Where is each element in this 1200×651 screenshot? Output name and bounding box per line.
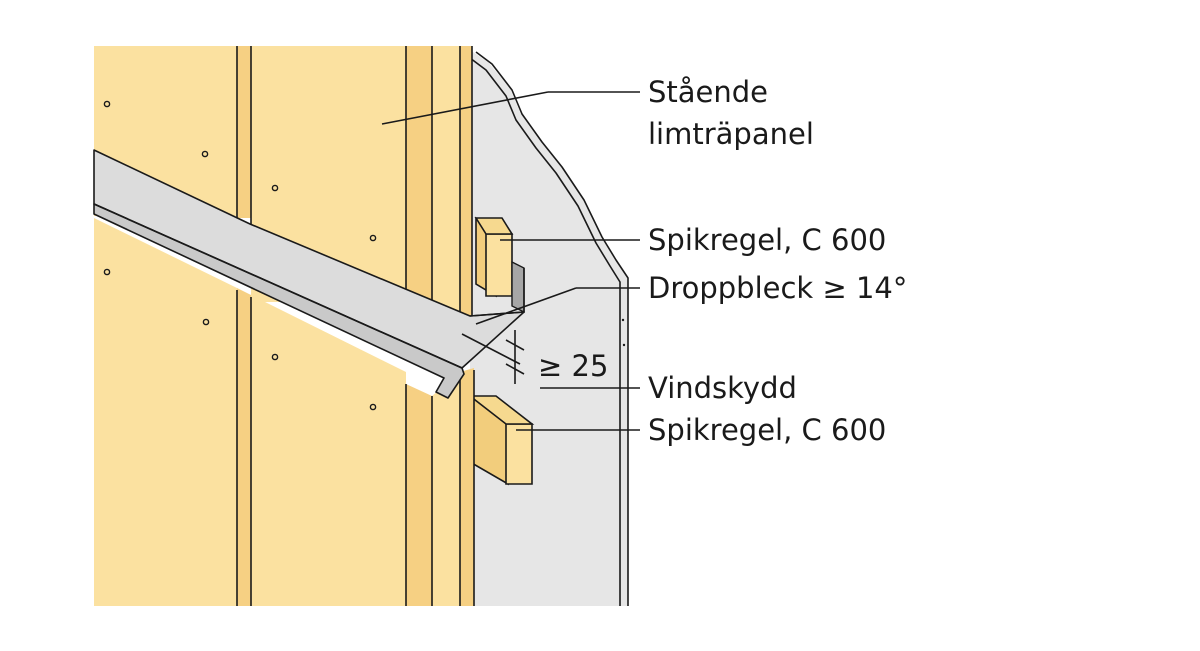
flashing-bend-line [93, 203, 463, 369]
label-flashing: Droppbleck ≥ 14° [648, 271, 907, 305]
label-batten-bottom: Spikregel, C 600 [648, 413, 886, 447]
nail-mark [271, 184, 279, 192]
lower-panel-board [237, 288, 251, 606]
nail-mark [369, 234, 377, 242]
lower-panel-board [94, 218, 237, 606]
label-panel-line1: Stående [648, 75, 768, 109]
wind-barrier-edge [475, 51, 629, 606]
label-panel-line2: limträpanel [648, 117, 814, 151]
dimension-tick [505, 363, 525, 375]
lower-panel-board [406, 384, 432, 606]
nail-mark [201, 150, 209, 158]
bottom-batten-end [505, 423, 533, 485]
upper-panel-board [432, 46, 460, 314]
label-overlap-dimension: ≥ 25 [538, 349, 608, 383]
flashing-upstand [511, 260, 525, 314]
nail-mark [103, 268, 111, 276]
dimension-tick [505, 339, 525, 351]
leader-flashing [475, 287, 577, 325]
upper-panel-board [237, 46, 251, 218]
upper-panel-board [406, 46, 432, 308]
barrier-speck [621, 318, 625, 322]
nail-mark [369, 403, 377, 411]
lower-panel-board [432, 372, 460, 606]
bottom-batten-top [467, 395, 535, 425]
lower-panel-board [251, 295, 406, 606]
wind-barrier-edge-inner [469, 57, 621, 606]
label-wind-barrier: Vindskydd [648, 371, 797, 405]
nail-mark [202, 318, 210, 326]
leader-panel [381, 91, 549, 125]
nail-mark [103, 100, 111, 108]
drip-flashing-front [93, 203, 465, 399]
top-batten-top [474, 217, 514, 235]
dimension-extension [461, 333, 521, 365]
barrier-speck [622, 343, 626, 347]
nail-mark [271, 353, 279, 361]
lower-panel-board [460, 368, 474, 606]
label-batten-top: Spikregel, C 600 [648, 223, 886, 257]
upper-panel-board [460, 46, 472, 316]
top-batten-end [485, 233, 513, 297]
flashing-back-edge [469, 311, 525, 317]
